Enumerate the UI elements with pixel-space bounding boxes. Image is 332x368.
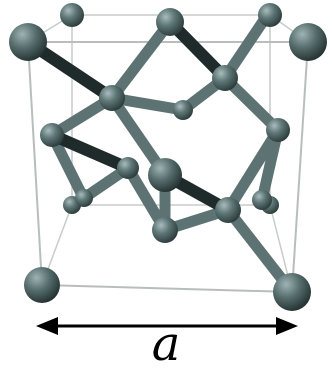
tetrahedral-atom (75, 189, 93, 207)
corner-atom (24, 267, 60, 303)
lattice-constant-label: a (152, 316, 181, 368)
face-atom (156, 8, 184, 36)
cube-front-edges (27, 41, 309, 293)
face-atom (152, 217, 178, 243)
corner-atom (60, 3, 84, 27)
lattice-dimension-arrow (36, 317, 298, 335)
face-atom (266, 118, 290, 142)
tetrahedral-atom (117, 157, 139, 179)
tetrahedral-atom (173, 100, 193, 120)
arrowhead-left (36, 317, 58, 335)
bonds (22, 8, 298, 298)
arrowhead-right (276, 317, 298, 335)
corner-atom (289, 23, 327, 61)
tetrahedral-atom (99, 85, 125, 111)
corner-atom (9, 23, 47, 61)
atoms (9, 3, 327, 311)
face-atom (148, 158, 182, 192)
face-atom (40, 123, 64, 147)
corner-atom (258, 3, 282, 27)
tetrahedral-atom (215, 197, 241, 223)
corner-atom (273, 273, 311, 311)
tetrahedral-atom (212, 65, 238, 91)
face-atom (252, 190, 272, 210)
